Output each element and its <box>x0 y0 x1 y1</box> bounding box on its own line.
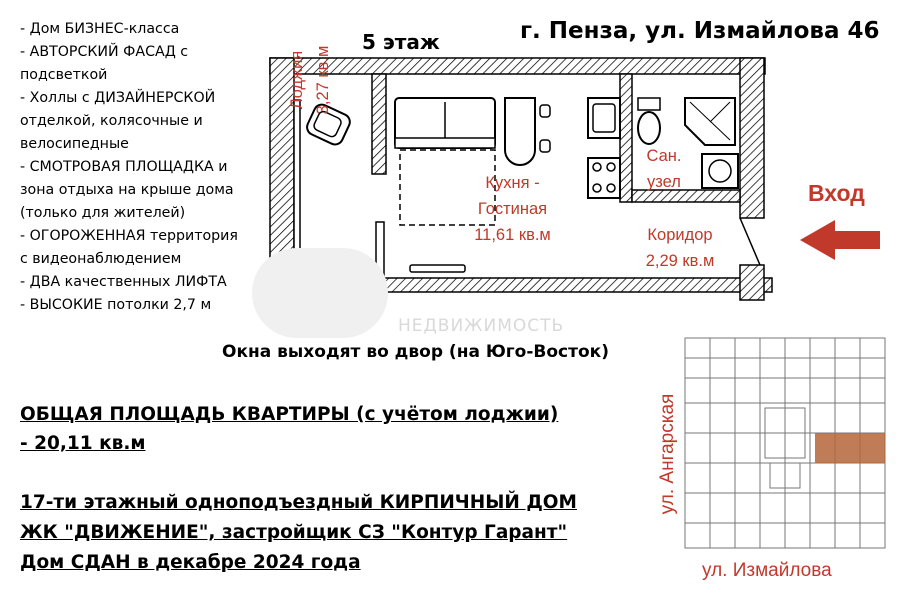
kitchen-area: 11,61 кв.м <box>474 226 551 244</box>
kitchen-sink-icon <box>587 97 621 139</box>
shower-icon <box>684 97 736 146</box>
bathroom-name-line2: узел <box>647 173 681 191</box>
total-area: ОБЩАЯ ПЛОЩАДЬ КВАРТИРЫ (с учётом лоджии)… <box>20 400 558 458</box>
entrance-door <box>739 217 761 266</box>
feature-item: - ОГОРОЖЕННАЯ территория <box>20 228 238 244</box>
feature-item: - ВЫСОКИЕ потолки 2,7 м <box>20 297 212 313</box>
feature-item: отделкой, колясочные и <box>20 113 203 129</box>
dining-table-icon <box>504 97 551 166</box>
building-line3: Дом СДАН в декабре 2024 года <box>20 552 361 573</box>
wall-right-upper <box>739 57 765 219</box>
corridor-label: Коридор 2,29 кв.м <box>620 222 740 274</box>
bathroom-label: Сан. узел <box>634 143 694 195</box>
feature-item: (только для жителей) <box>20 205 186 221</box>
feature-item: зона отдыха на крыше дома <box>20 182 234 198</box>
floor-plan <box>269 57 773 304</box>
feature-item: с видеонаблюдением <box>20 251 182 267</box>
feature-item: - АВТОРСКИЙ ФАСАД с <box>20 44 189 60</box>
address-title: г. Пенза, ул. Измайлова 46 <box>520 18 880 44</box>
feature-item: - Дом БИЗНЕС-класса <box>20 21 180 37</box>
features-list: - Дом БИЗНЕС-класса - АВТОРСКИЙ ФАСАД с … <box>20 18 270 317</box>
loggia-label: Лоджия 3,27 кв.м <box>284 5 336 155</box>
armchair-icon <box>306 103 351 146</box>
kitchen-name-line2: Гостиная <box>477 200 548 218</box>
radiator-icon <box>409 264 466 273</box>
feature-item: велосипедные <box>20 136 129 152</box>
kitchen-living-label: Кухня - Гостиная 11,61 кв.м <box>440 170 585 248</box>
wall-right-lower <box>739 264 765 301</box>
building-line2: ЖК "ДВИЖЕНИЕ", застройщик СЗ "Контур Гар… <box>20 522 568 543</box>
building-info: 17-ти этажный одноподъездный КИРПИЧНЫЙ Д… <box>20 488 577 578</box>
wall-bath-bottom <box>631 189 741 203</box>
washing-machine-icon <box>701 153 739 189</box>
total-area-line2: - 20,11 кв.м <box>20 433 146 454</box>
entrance-arrow-icon <box>800 220 880 260</box>
feature-item: - ДВА качественных ЛИФТА <box>20 274 227 290</box>
highlighted-apartment <box>815 433 885 463</box>
street-izmaylova: ул. Измайлова <box>702 560 832 581</box>
toilet-icon <box>637 97 661 145</box>
feature-item: - СМОТРОВАЯ ПЛОЩАДКА и <box>20 159 228 175</box>
watermark-text: НЕДВИЖИМОСТЬ <box>398 316 565 336</box>
building-floor-plan <box>684 337 886 549</box>
bathroom-name-line1: Сан. <box>646 147 682 165</box>
total-area-line1: ОБЩАЯ ПЛОЩАДЬ КВАРТИРЫ (с учётом лоджии) <box>20 404 559 425</box>
windows-note: Окна выходят во двор (на Юго-Восток) <box>222 342 609 362</box>
floor-label: 5 этаж <box>362 30 440 54</box>
loggia-area: 3,27 кв.м <box>314 45 332 115</box>
sofa-icon <box>394 97 496 149</box>
watermark-logo <box>252 248 388 338</box>
entrance-label: Вход <box>808 180 865 206</box>
building-line1: 17-ти этажный одноподъездный КИРПИЧНЫЙ Д… <box>20 492 577 513</box>
wall-top <box>269 57 766 75</box>
wall-bath-left <box>619 73 633 203</box>
kitchen-name-line1: Кухня - <box>485 174 540 192</box>
feature-item: - Холлы с ДИЗАЙНЕРСКОЙ <box>20 90 216 106</box>
loggia-name: Лоджия <box>288 50 306 110</box>
corridor-area: 2,29 кв.м <box>645 252 715 270</box>
rug-outline <box>399 149 496 226</box>
corridor-name: Коридор <box>647 226 713 244</box>
street-angarskaya: ул. Ангарская <box>657 393 678 515</box>
stove-icon <box>587 157 621 199</box>
feature-item: подсветкой <box>20 67 108 83</box>
wall-loggia-top <box>371 73 387 175</box>
